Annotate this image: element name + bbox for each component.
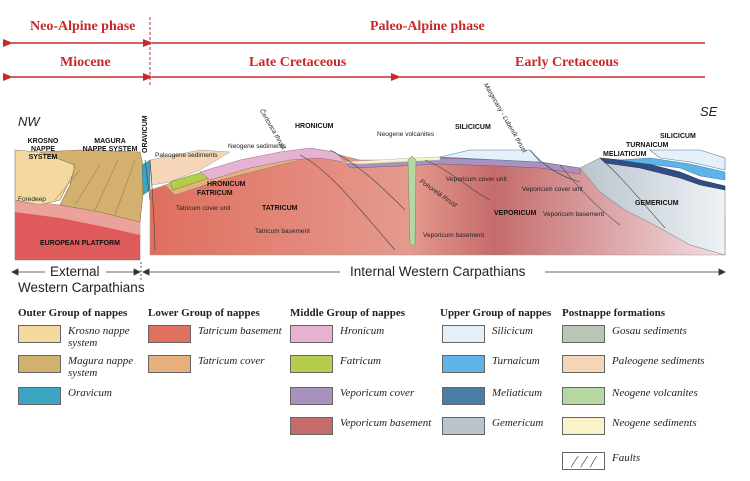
turnaicum-band — [619, 157, 726, 181]
silicicum-se-area — [649, 149, 726, 171]
legend-paleogene: Paleogene sediments — [562, 355, 705, 373]
legend-oravicum: Oravicum — [18, 387, 112, 405]
legend-krosno: Krosno nappe system — [18, 325, 143, 349]
silicicum-label-2: SILICICUM — [660, 133, 696, 140]
paleo-alpine-label: Paleo-Alpine phase — [370, 19, 485, 34]
european-platform-label: EUROPEAN PLATFORM — [40, 240, 120, 247]
legend-gemericum: Gemericum — [442, 417, 543, 435]
legend-upper-title: Upper Group of nappes — [440, 307, 552, 319]
legend-outer-title: Outer Group of nappes — [18, 307, 128, 319]
magura-label: MAGURA NAPPE SYSTEM — [82, 138, 138, 153]
legend-magura: Magura nappe system — [18, 355, 143, 379]
oravicum-label: ORAVICUM — [142, 115, 149, 153]
nw-label: NW — [18, 114, 40, 129]
legend-post-title: Postnappe formations — [562, 307, 665, 319]
tatricum-cover-unit-label: Tatricum cover unit — [176, 205, 231, 212]
neogene-sediments-label: Neogene sediments — [228, 143, 286, 150]
legend-gosau: Gosau sediments — [562, 325, 687, 343]
legend-turnaicum: Turnaicum — [442, 355, 540, 373]
early-cretaceous-label: Early Cretaceous — [515, 55, 619, 70]
fatricum-label: FATRICUM — [197, 190, 233, 197]
miocene-label: Miocene — [60, 55, 111, 70]
hronicum-label-2: HRONICUM — [207, 181, 246, 188]
fault-icon — [562, 452, 605, 470]
gemericum-label: GEMERICUM — [635, 200, 679, 207]
neogene-volcanites-label: Neogene volcanites — [377, 131, 435, 138]
legend-faults: Faults — [562, 452, 640, 470]
external-label-1: External — [50, 264, 100, 279]
foredeep-label: Foredeep — [18, 196, 46, 203]
region-arrows — [11, 262, 726, 282]
neogene-volcanite-dyke — [407, 155, 417, 246]
legend-fatricum: Fatricum — [290, 355, 381, 373]
krosno-label: KROSNO NAPPE SYSTEM — [27, 138, 59, 161]
external-label-2: Western Carpathians — [18, 280, 145, 295]
legend-veporicum-cover: Veporicum cover — [290, 387, 414, 405]
se-label: SE — [700, 104, 718, 119]
silicicum-label: SILICICUM — [455, 124, 491, 131]
legend-veporicum-basement: Veporicum basement — [290, 417, 431, 435]
legend-silicicum: Silicicum — [442, 325, 533, 343]
hronicum-label: HRONICUM — [295, 123, 334, 130]
veporicum-cover-unit-label-2: Veporicum cover unit — [522, 186, 583, 193]
late-cretaceous-label: Late Cretaceous — [249, 55, 347, 70]
veporicum-label: VEPORICUM — [494, 210, 537, 217]
internal-label: Internal Western Carpathians — [350, 264, 526, 279]
neo-alpine-label: Neo-Alpine phase — [30, 19, 136, 34]
legend-neogene-volcanites: Neogene volcanites — [562, 387, 698, 405]
veporicum-cover-unit-label: Veporicum cover unit — [446, 176, 507, 183]
legend-middle-title: Middle Group of nappes — [290, 307, 406, 319]
phase-arrows — [2, 17, 705, 86]
legend-neogene-sediments: Neogene sediments — [562, 417, 697, 435]
legend-hronicum: Hronicum — [290, 325, 384, 343]
meliaticum-band — [599, 157, 726, 191]
cross-section — [14, 147, 726, 261]
legend-tatricum-cover: Tatricum cover — [148, 355, 265, 373]
veporicum-basement-label: Veporicum basement — [423, 232, 485, 239]
legend-tatricum-basement: Tatricum basement — [148, 325, 282, 343]
tatricum-basement-label: Tatricum basement — [255, 228, 310, 235]
meliaticum-label: MELIATICUM — [603, 151, 647, 158]
legend-meliaticum: Meliaticum — [442, 387, 542, 405]
turnaicum-label: TURNAICUM — [626, 142, 669, 149]
veporicum-basement-label-2: Veporicum basement — [543, 211, 605, 218]
legend-lower-title: Lower Group of nappes — [148, 307, 260, 319]
tatricum-label: TATRICUM — [262, 205, 298, 212]
paleogene-label: Paleogene sediments — [155, 152, 218, 159]
